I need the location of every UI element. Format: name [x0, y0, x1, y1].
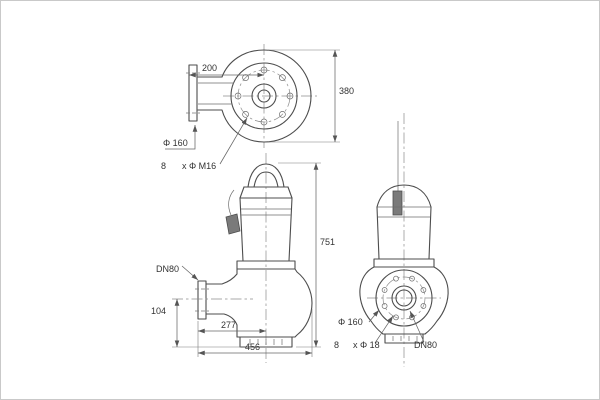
callout-flange-diameter-front: Φ 160 — [338, 309, 380, 327]
dim-200-label: 200 — [202, 63, 217, 73]
dn80-label-side: DN80 — [156, 264, 179, 274]
discharge-flange-side — [195, 280, 209, 320]
clamp-ring — [236, 260, 296, 270]
callout-bolt-spec-top: 8 x Φ M16 — [161, 117, 248, 171]
motor-body-front — [376, 184, 432, 260]
callout-dn80-side: DN80 — [156, 264, 199, 281]
callout-bolt-spec-front: 8 x Φ 18 — [334, 315, 394, 350]
flange-diameter-label-top: Φ 160 — [163, 138, 188, 148]
lifting-handle — [243, 163, 289, 188]
dim-380-label: 380 — [339, 86, 354, 96]
bolt-count-label-top: 8 — [161, 161, 166, 171]
bolt-spec-label-front: x Φ 18 — [353, 340, 380, 350]
dimension-104: 104 — [151, 299, 241, 348]
dn80-label-front: DN80 — [414, 340, 437, 350]
volute-outer-outline — [197, 49, 312, 143]
side-view: DN80 751 104 277 456 — [151, 153, 335, 363]
cable — [228, 189, 235, 216]
front-view: Φ 160 8 x Φ 18 DN80 — [334, 113, 449, 367]
cable-plug-front — [392, 190, 403, 216]
motor-body — [239, 197, 293, 262]
dimension-277: 277 — [197, 320, 266, 335]
flange-diameter-label-front: Φ 160 — [338, 317, 363, 327]
dim-456-label: 456 — [245, 342, 260, 352]
base-strainer — [239, 336, 293, 348]
callout-dn80-front: DN80 — [409, 310, 437, 350]
dim-751-label: 751 — [320, 237, 335, 247]
shaft-circle — [257, 89, 271, 103]
hub-bolt-holes — [234, 66, 294, 126]
dimension-456: 456 — [197, 309, 313, 357]
hub-circle — [251, 83, 277, 109]
clamp-ring-front — [373, 258, 435, 268]
dimension-200: 200 — [189, 63, 264, 78]
bolt-count-label-front: 8 — [334, 340, 339, 350]
dimension-380: 380 — [268, 49, 354, 143]
dim-104-label: 104 — [151, 306, 166, 316]
base-strainer-front — [384, 333, 424, 344]
dim-277-label: 277 — [221, 320, 236, 330]
callout-flange-diameter-top: Φ 160 — [163, 125, 198, 150]
discharge-flange-edge — [188, 64, 198, 122]
dimension-751: 751 — [278, 162, 335, 348]
bolt-spec-label-top: x Φ M16 — [182, 161, 216, 171]
cable-plug — [225, 213, 241, 235]
casing-inner-wall — [230, 62, 298, 130]
hub-bolt-circle — [237, 69, 291, 123]
top-view: 200 380 Φ 160 8 x Φ M16 — [161, 44, 354, 171]
motor-top-cap — [239, 186, 293, 199]
